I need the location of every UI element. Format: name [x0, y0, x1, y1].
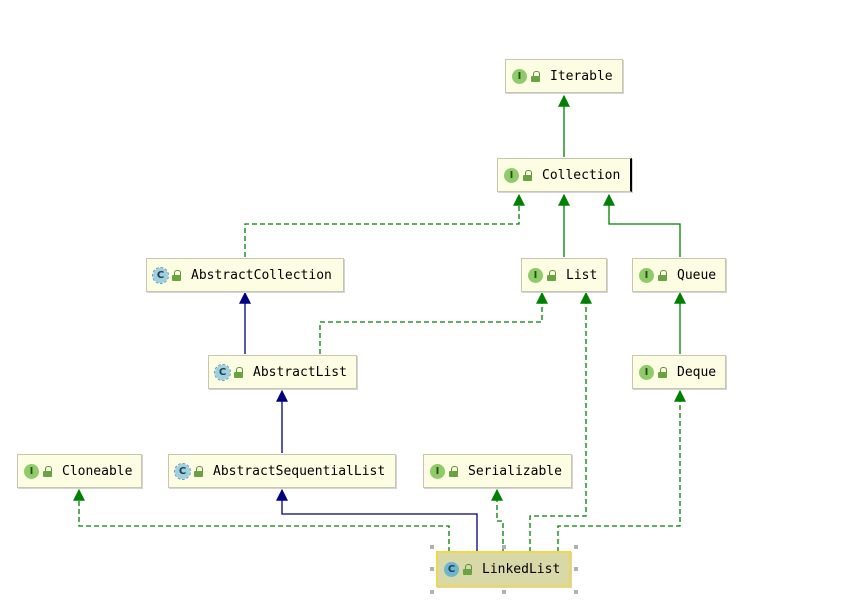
public-lock-icon — [463, 563, 473, 575]
resize-handle-tc[interactable] — [502, 545, 506, 549]
node-label: Iterable — [550, 68, 613, 84]
resize-handle-bl[interactable] — [430, 590, 434, 594]
node-queue[interactable]: I Queue — [632, 258, 726, 292]
node-cloneable[interactable]: I Cloneable — [17, 454, 142, 488]
node-abstract-list[interactable]: C AbstractList — [208, 355, 357, 389]
public-lock-icon — [547, 269, 557, 281]
edge-linkedlist-cloneable — [73, 488, 450, 552]
node-linked-list[interactable]: C LinkedList — [436, 551, 571, 587]
edge-queue-collection — [603, 193, 681, 257]
node-label: Serializable — [468, 463, 562, 479]
node-iterable[interactable]: I Iterable — [505, 59, 623, 93]
node-label: LinkedList — [482, 561, 561, 577]
resize-handle-tr[interactable] — [574, 545, 578, 549]
interface-icon: I — [528, 267, 543, 283]
resize-handle-ml[interactable] — [430, 567, 434, 571]
node-label: Collection — [542, 167, 621, 183]
resize-handle-br[interactable] — [574, 590, 578, 594]
edge-linkedlist-list — [529, 291, 592, 552]
node-deque[interactable]: I Deque — [632, 355, 726, 389]
public-lock-icon — [449, 465, 459, 477]
edge-linkedlist-abstractsequentiallist — [276, 488, 478, 552]
interface-icon: I — [430, 463, 445, 479]
node-abstract-sequential-list[interactable]: C AbstractSequentialList — [168, 454, 396, 488]
public-lock-icon — [43, 465, 53, 477]
interface-icon: I — [639, 364, 654, 380]
interface-icon: I — [504, 167, 519, 183]
public-lock-icon — [172, 269, 182, 281]
public-lock-icon — [531, 70, 541, 82]
public-lock-icon — [234, 366, 244, 378]
node-label: Deque — [677, 364, 717, 380]
node-abstract-collection[interactable]: C AbstractCollection — [146, 258, 344, 292]
node-label: AbstractSequentialList — [213, 463, 386, 479]
node-label: List — [566, 267, 598, 283]
class-icon: C — [444, 561, 459, 577]
edge-abstractlist-list — [319, 291, 548, 354]
node-list[interactable]: I List — [521, 258, 607, 292]
abstract-class-icon: C — [174, 462, 191, 480]
resize-handle-tl[interactable] — [430, 545, 434, 549]
abstract-class-icon: C — [152, 266, 169, 284]
resize-handle-mr[interactable] — [574, 567, 578, 571]
interface-icon: I — [639, 267, 654, 283]
public-lock-icon — [658, 269, 668, 281]
node-serializable[interactable]: I Serializable — [423, 454, 572, 488]
interface-icon: I — [24, 463, 39, 479]
node-label: Cloneable — [62, 463, 133, 479]
edge-abstractcollection-collection — [244, 193, 525, 257]
public-lock-icon — [523, 169, 533, 181]
node-collection[interactable]: I Collection — [497, 158, 632, 192]
edge-linkedlist-deque — [557, 389, 686, 552]
node-label: AbstractCollection — [191, 267, 332, 283]
public-lock-icon — [194, 465, 204, 477]
node-label: Queue — [677, 267, 717, 283]
abstract-class-icon: C — [214, 363, 231, 381]
interface-icon: I — [512, 68, 527, 84]
public-lock-icon — [658, 366, 668, 378]
node-label: AbstractList — [253, 364, 347, 380]
resize-handle-bc[interactable] — [502, 590, 506, 594]
edge-linkedlist-serializable — [491, 488, 504, 552]
